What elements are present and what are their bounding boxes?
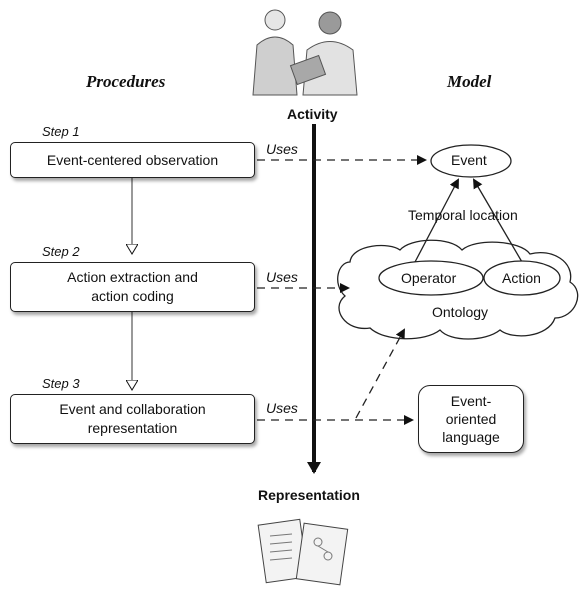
step-1-text: Event-centered observation <box>46 151 219 168</box>
step-3-box: Event and collaboration representation <box>10 394 255 444</box>
event-oriented-language-box: Event- oriented language <box>418 385 524 453</box>
uses-label-1: Uses <box>266 141 298 157</box>
step-2-box: Action extraction and action coding <box>10 262 255 312</box>
step-1-box: Event-centered observation <box>10 142 255 178</box>
representation-label: Representation <box>258 487 360 503</box>
uses-label-3: Uses <box>266 400 298 416</box>
operator-node <box>378 260 484 296</box>
language-line2: oriented <box>445 411 497 427</box>
model-heading: Model <box>447 72 492 91</box>
action-label: Action <box>502 270 541 286</box>
step-3-text-line1: Event and collaboration <box>59 401 206 417</box>
action-node <box>483 260 561 296</box>
procedures-heading: Procedures <box>86 72 166 91</box>
operator-label: Operator <box>401 270 457 286</box>
language-line1: Event- <box>450 393 492 409</box>
step-2-label: Step 2 <box>42 244 80 259</box>
temporal-location-label: Temporal location <box>408 207 518 223</box>
step-2-text-line1: Action extraction and <box>67 269 198 285</box>
event-node <box>430 144 512 178</box>
uses-label-2: Uses <box>266 269 298 285</box>
step-3-label: Step 3 <box>42 376 80 391</box>
step-2-text-line2: action coding <box>91 288 174 304</box>
ontology-label: Ontology <box>432 304 489 320</box>
event-label: Event <box>451 152 487 168</box>
step-3-text-line2: representation <box>87 420 178 436</box>
language-line3: language <box>442 429 500 445</box>
step-1-label: Step 1 <box>42 124 80 139</box>
activity-label: Activity <box>287 106 338 122</box>
